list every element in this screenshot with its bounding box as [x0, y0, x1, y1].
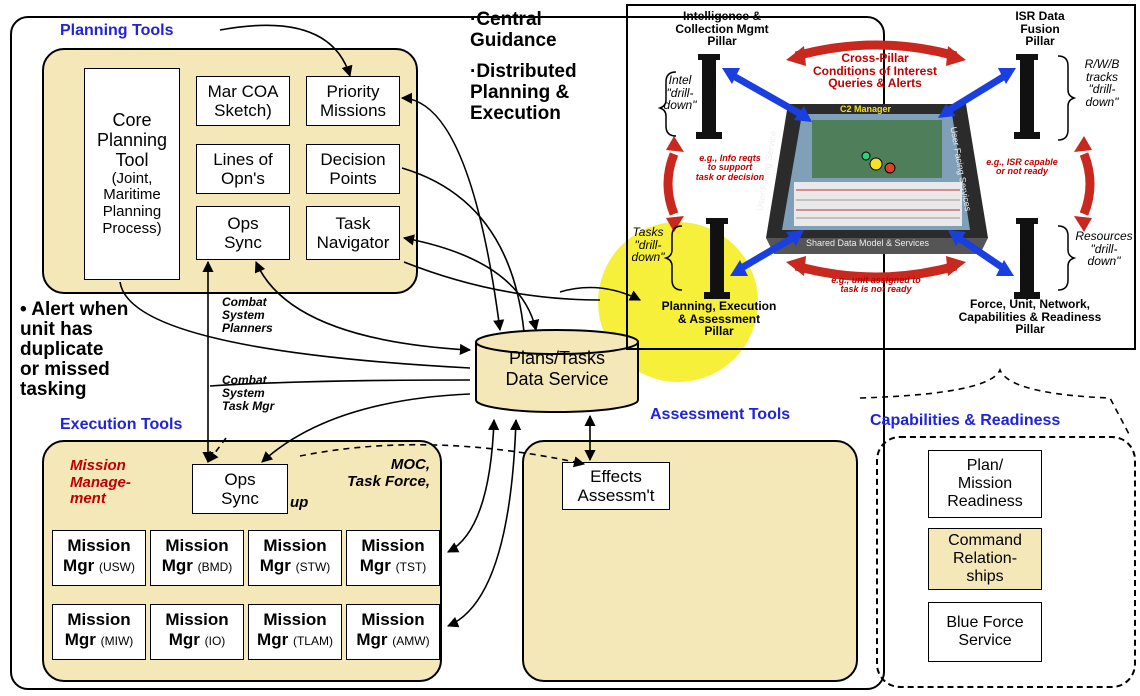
plan-readiness-box[interactable]: Plan/ Mission Readiness — [928, 450, 1042, 518]
priority-missions-box[interactable]: Priority Missions — [306, 76, 400, 126]
alert-bullet: • Alert when unit has duplicate or misse… — [20, 299, 129, 400]
mgr-code: (STW) — [295, 559, 331, 574]
lines-of-opns-box[interactable]: Lines of Opn's — [196, 144, 290, 194]
central-guidance-bullet: ·Central Guidance — [470, 9, 557, 51]
assessment-tools-heading: Assessment Tools — [650, 406, 791, 423]
blue-force-service-box[interactable]: Blue Force Service — [928, 602, 1042, 662]
mgr-prefix: Mgr — [259, 555, 291, 575]
cross-pillar-label: Cross-Pillar Conditions of Interest Quer… — [813, 51, 937, 91]
mgr-prefix: Mgr — [161, 555, 193, 575]
data-service-label: Plans/Tasks Data Service — [505, 348, 609, 389]
mgr-prefix: Mgr — [64, 629, 96, 649]
mgr-word: Mission — [67, 610, 131, 629]
mission-management-label: Mission Manage- ment — [70, 457, 131, 507]
planning-tools-heading: Planning Tools — [60, 22, 174, 39]
mgr-prefix: Mgr — [359, 555, 391, 575]
mgr-prefix: Mgr — [63, 555, 95, 575]
rwb-drill-down: R/W/B tracks "drill- down" — [1084, 57, 1120, 109]
group-fragment-label: up — [290, 494, 309, 511]
command-relationships-box[interactable]: Command Relation- ships — [928, 528, 1042, 590]
c2-manager-label: C2 Manager — [840, 104, 892, 114]
mar-coa-sketch-box[interactable]: Mar COA Sketch) — [196, 76, 290, 126]
ops-sync-planning-box[interactable]: Ops Sync — [196, 206, 290, 260]
mgr-code: (TST) — [395, 559, 427, 574]
pillar-panel — [626, 4, 1136, 350]
mgr-prefix: Mgr — [257, 629, 289, 649]
mgr-word: Mission — [263, 536, 327, 555]
mgr-code: (BMD) — [197, 559, 233, 574]
ops-sync-execution-box[interactable]: Ops Sync — [192, 464, 288, 514]
mgr-code: (AMW) — [392, 633, 430, 648]
mgr-code: (MIW) — [100, 633, 134, 648]
intel-pillar-label: Intelligence & Collection Mgmt Pillar — [675, 9, 769, 49]
resources-drill-down: Resources "drill- down" — [1075, 229, 1133, 269]
mgr-word: Mission — [67, 536, 131, 555]
mgr-code: (USW) — [98, 559, 135, 574]
task-navigator-box[interactable]: Task Navigator — [306, 206, 400, 260]
capabilities-heading: Capabilities & Readiness — [870, 412, 1061, 429]
mgr-word: Mission — [263, 610, 327, 629]
mgr-word: Mission — [165, 610, 229, 629]
shared-data-model-label: Shared Data Model & Services — [806, 238, 930, 248]
force-pillar-label: Force, Unit, Network, Capabilities & Rea… — [958, 297, 1102, 337]
combat-system-taskmgr-label: Combat System Task Mgr — [222, 373, 275, 414]
eg-left-note: e.g., Info reqts to support task or deci… — [695, 153, 765, 182]
capabilities-dashed-frame — [876, 436, 1136, 688]
eg-right-note: e.g., ISR capable or not ready — [986, 157, 1058, 177]
mgr-code: (IO) — [204, 633, 226, 648]
planning-pillar-label: Planning, Execution & Assessment Pillar — [661, 299, 777, 339]
tasks-drill-down: Tasks "drill- down" — [631, 225, 665, 265]
pillar-graphics — [657, 40, 1095, 299]
decision-points-box[interactable]: Decision Points — [306, 144, 400, 194]
mgr-word: Mission — [165, 536, 229, 555]
intel-drill-down: Intel "drill- down" — [663, 73, 697, 113]
execution-tools-heading: Execution Tools — [60, 416, 183, 433]
mgr-prefix: Mgr — [356, 629, 388, 649]
core-planning-tool[interactable]: Core Planning Tool (Joint, Maritime Plan… — [84, 68, 180, 280]
mgr-code: (TLAM) — [292, 633, 333, 648]
eg-bottom-note: e.g., unit assigned to task is not ready — [831, 275, 921, 295]
core-planning-sub: (Joint, Maritime Planning Process) — [102, 169, 162, 238]
mgr-word: Mission — [361, 536, 425, 555]
effects-assessment-box[interactable]: Effects Assessm't — [562, 462, 670, 510]
mgr-prefix: Mgr — [168, 629, 200, 649]
isr-pillar-label: ISR Data Fusion Pillar — [1015, 9, 1065, 49]
moc-task-force-label: MOC, Task Force, — [347, 456, 430, 491]
data-service-cylinder[interactable] — [470, 326, 644, 416]
outer-frame — [10, 16, 885, 690]
mgr-word: Mission — [361, 610, 425, 629]
core-planning-title: Core Planning Tool — [96, 110, 168, 171]
